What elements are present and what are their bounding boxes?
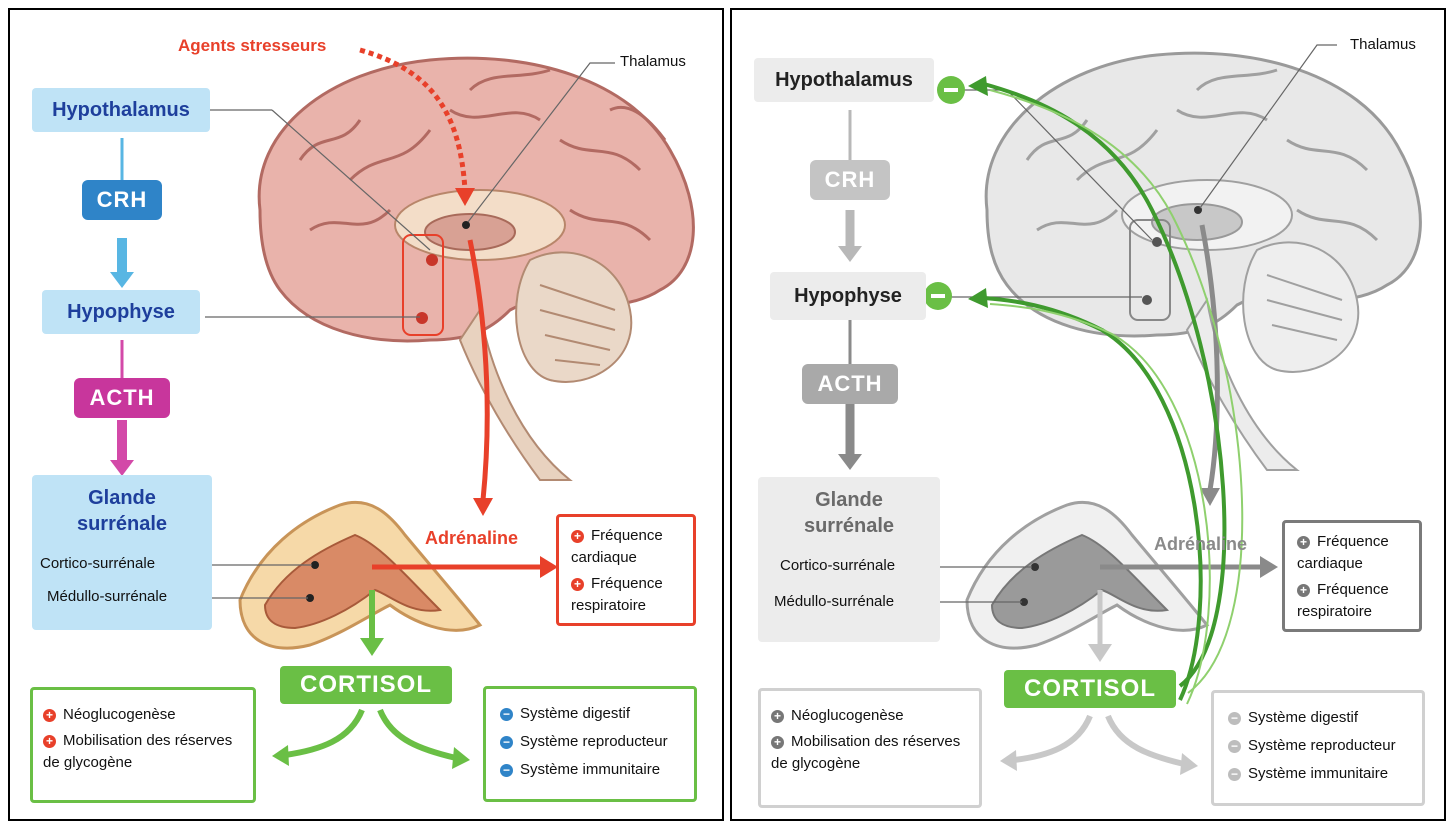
cortisol-badge: CORTISOL xyxy=(1004,670,1176,708)
cortisol-down-item: −Système immunitaire xyxy=(1228,763,1422,785)
cortisol-up-item: +Néoglucogenèse xyxy=(43,704,253,726)
adrenaline-label: Adrénaline xyxy=(425,528,518,549)
medullo-label: Médullo-surrénale xyxy=(774,593,894,610)
plus-icon: + xyxy=(1297,536,1310,549)
plus-icon: + xyxy=(43,709,56,722)
heart-resp-box: +Fréquence cardiaque +Fréquence respirat… xyxy=(556,514,696,626)
effect-item: +Fréquence respiratoire xyxy=(571,573,693,617)
adrenaline-label: Adrénaline xyxy=(1154,534,1247,555)
adrenal-gland-title: Glande surrénale xyxy=(794,487,904,539)
cortisol-up-item: +Mobilisation des réserves de glycogène xyxy=(771,731,979,775)
plus-icon: + xyxy=(771,736,784,749)
panel-feedback: Thalamus Hypothalamus CRH Hypophyse ACTH… xyxy=(730,8,1446,821)
minus-icon: − xyxy=(500,764,513,777)
heart-resp-box: +Fréquence cardiaque +Fréquence respirat… xyxy=(1282,520,1422,632)
crh-badge: CRH xyxy=(810,160,890,200)
adrenal-gland-illustration xyxy=(240,502,480,648)
thalamus-label: Thalamus xyxy=(620,53,686,70)
cortisol-up-box: +Néoglucogenèse +Mobilisation des réserv… xyxy=(30,687,256,803)
cortisol-up-item: +Néoglucogenèse xyxy=(771,705,979,727)
cortisol-down-item: −Système reproducteur xyxy=(1228,735,1422,757)
cortisol-down-item: −Système digestif xyxy=(500,703,694,725)
hypothalamus-box: Hypothalamus xyxy=(32,88,210,132)
cortisol-down-item: −Système immunitaire xyxy=(500,759,694,781)
effect-item: +Fréquence respiratoire xyxy=(1297,579,1419,623)
cortisol-badge: CORTISOL xyxy=(280,666,452,704)
cortisol-down-item: −Système reproducteur xyxy=(500,731,694,753)
hypothalamus-box: Hypothalamus xyxy=(754,58,934,102)
cortico-label: Cortico-surrénale xyxy=(780,557,895,574)
cortisol-up-box: +Néoglucogenèse +Mobilisation des réserv… xyxy=(758,688,982,808)
minus-icon: − xyxy=(500,736,513,749)
hypophyse-box: Hypophyse xyxy=(770,272,926,320)
effect-item: +Fréquence cardiaque xyxy=(571,525,693,569)
stressors-label: Agents stresseurs xyxy=(178,36,326,56)
cortisol-up-item: +Mobilisation des réserves de glycogène xyxy=(43,730,253,774)
crh-badge: CRH xyxy=(82,180,162,220)
plus-icon: + xyxy=(43,735,56,748)
minus-icon: − xyxy=(500,708,513,721)
plus-icon: + xyxy=(1297,584,1310,597)
acth-badge: ACTH xyxy=(74,378,170,418)
hypophyse-box: Hypophyse xyxy=(42,290,200,334)
acth-badge: ACTH xyxy=(802,364,898,404)
minus-icon: − xyxy=(1228,740,1241,753)
plus-icon: + xyxy=(571,530,584,543)
brain-illustration-grey xyxy=(986,53,1420,470)
plus-icon: + xyxy=(571,578,584,591)
minus-icon: − xyxy=(1228,712,1241,725)
cortisol-down-box: −Système digestif −Système reproducteur … xyxy=(483,686,697,802)
cortico-label: Cortico-surrénale xyxy=(40,555,155,572)
adrenal-gland-box: Glande surrénale xyxy=(32,475,212,630)
medullo-label: Médullo-surrénale xyxy=(47,588,167,605)
cortisol-down-item: −Système digestif xyxy=(1228,707,1422,729)
adrenal-gland-illustration-grey xyxy=(967,502,1207,648)
effect-item: +Fréquence cardiaque xyxy=(1297,531,1419,575)
cortisol-down-box: −Système digestif −Système reproducteur … xyxy=(1211,690,1425,806)
plus-icon: + xyxy=(771,710,784,723)
panel-activation: Agents stresseurs Thalamus Hypothalamus … xyxy=(8,8,724,821)
thalamus-label: Thalamus xyxy=(1350,36,1416,53)
minus-icon: − xyxy=(1228,768,1241,781)
adrenal-gland-title: Glande surrénale xyxy=(67,485,177,537)
